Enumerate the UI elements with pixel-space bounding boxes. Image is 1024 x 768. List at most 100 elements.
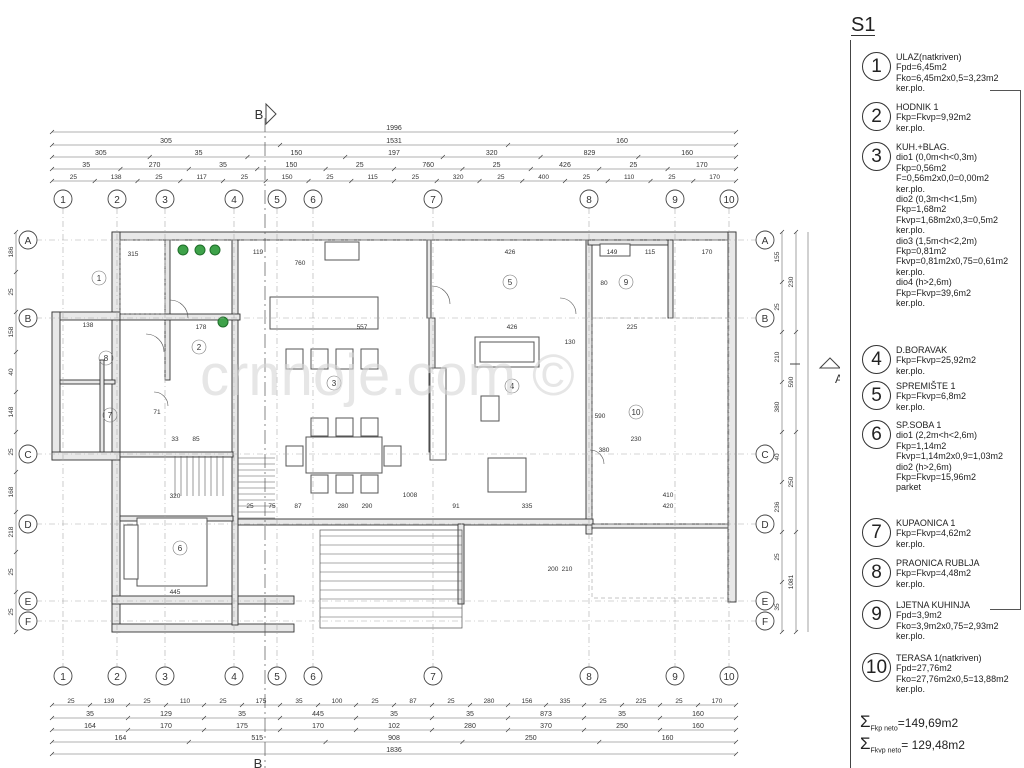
section-arrow <box>265 102 277 126</box>
interior-dimension: 138 <box>83 322 94 329</box>
dimension-label: 25 <box>583 174 591 181</box>
dimension-label: 250 <box>525 735 537 742</box>
dimension-tick <box>793 229 799 235</box>
dimension-label: 139 <box>104 698 115 705</box>
dimension-label: 829 <box>584 150 596 157</box>
wall-terrace <box>591 523 729 529</box>
interior-dimension: 33 <box>171 436 179 443</box>
axis-label-top: 6 <box>310 195 316 206</box>
interior-dimension: 91 <box>452 503 460 510</box>
dimension-label: 175 <box>256 698 267 705</box>
dimension-tick <box>505 715 511 721</box>
room-number: 6 <box>178 544 183 553</box>
legend-line: Fkvp=1,14m2x0,9=1,03m2 <box>896 451 1004 462</box>
dimension-tick <box>460 739 465 745</box>
dimension-tick <box>391 166 397 172</box>
room-number-circle: 1 <box>862 52 891 81</box>
axis-bubble <box>303 189 323 209</box>
room-number: 2 <box>197 343 202 352</box>
axis-bubble <box>53 666 73 686</box>
wall-storage <box>426 239 432 319</box>
dimension-tick <box>505 702 511 708</box>
watermark: crnnoje.com © <box>200 343 575 408</box>
axis-bubble <box>665 666 685 686</box>
room-number-circle: 6 <box>862 420 891 449</box>
axis-bubble <box>579 666 599 686</box>
dimension-tick <box>323 166 328 172</box>
axis-bubble <box>18 611 38 631</box>
legend-total: ΣFkvp neto= 129,48m2 <box>860 734 965 754</box>
dimension-label: 250 <box>788 476 795 487</box>
dimension-label: 175 <box>236 723 248 730</box>
total-value: =149,69m2 <box>897 716 959 730</box>
plant-icon <box>177 244 189 256</box>
plant-icon <box>209 244 221 256</box>
interior-dimension: 71 <box>153 409 161 416</box>
wall-annex-north <box>51 311 121 321</box>
dimension-label: 170 <box>709 174 720 181</box>
dimension-label: 35 <box>219 162 227 169</box>
axis-label-bottom: 9 <box>672 672 678 683</box>
dimension-label: 150 <box>286 162 298 169</box>
dimension-label: 25 <box>668 174 676 181</box>
chair <box>335 474 354 494</box>
dimension-tick <box>779 379 785 385</box>
legend-line: dio1 (2,2m<h<2,6m) <box>896 430 978 441</box>
interior-dimension: 87 <box>294 503 302 510</box>
dimension-label: 170 <box>312 723 324 730</box>
dimension-tick <box>254 166 260 172</box>
dimension-tick <box>277 142 283 148</box>
dimension-tick <box>178 178 183 184</box>
legend-line: ker.plo. <box>896 538 926 549</box>
axis-label-top: 8 <box>586 195 592 206</box>
dimension-tick <box>49 727 55 733</box>
dimension-label: 305 <box>160 138 172 145</box>
axis-bubble <box>423 666 443 686</box>
dimension-label: 110 <box>624 174 635 181</box>
room-number-marker <box>628 404 644 420</box>
room-number-marker <box>618 274 634 290</box>
dimension-tick <box>733 702 739 708</box>
interior-dimension: 80 <box>600 280 608 287</box>
dimension-tick <box>49 702 55 708</box>
interior-dimension: 426 <box>505 249 516 256</box>
room-number: 9 <box>624 278 629 287</box>
dimension-label: 25 <box>356 162 364 169</box>
dimension-tick <box>733 715 739 721</box>
axis-label-bottom: 8 <box>586 672 592 683</box>
legend-line: KUPAONICA 1 <box>896 518 956 528</box>
dimension-tick <box>13 389 19 395</box>
interior-dimension: 170 <box>702 249 713 256</box>
axis-label-top: 5 <box>274 195 280 206</box>
dimension-tick <box>733 178 739 184</box>
dimension-tick <box>87 702 93 708</box>
dimension-label: 320 <box>486 150 498 157</box>
dimension-label: 250 <box>616 723 628 730</box>
axis-bubble <box>665 189 685 209</box>
interior-dimension: 119 <box>253 249 264 256</box>
dimension-label: 25 <box>67 698 75 705</box>
dimension-tick <box>605 178 610 184</box>
axis-bubble <box>18 591 38 611</box>
legend-line: Fkp=Fkvp=4,48m2 <box>896 568 972 579</box>
dimension-label: 25 <box>241 174 249 181</box>
axis-bubble <box>107 189 127 209</box>
dimension-tick <box>163 702 169 708</box>
dimension-tick <box>429 727 435 733</box>
axis-label-top: 2 <box>114 195 120 206</box>
dimension-tick <box>186 739 192 745</box>
dimension-tick <box>779 629 785 635</box>
legend-line: KUH.+BLAG. <box>896 142 950 152</box>
dimension-label: 25 <box>8 288 15 296</box>
wall-north <box>111 231 737 241</box>
dimension-tick <box>342 154 348 160</box>
dimension-tick <box>349 178 354 184</box>
dimension-tick <box>201 702 207 708</box>
interior-dimension: 280 <box>338 503 349 510</box>
plant-icon <box>194 244 206 256</box>
